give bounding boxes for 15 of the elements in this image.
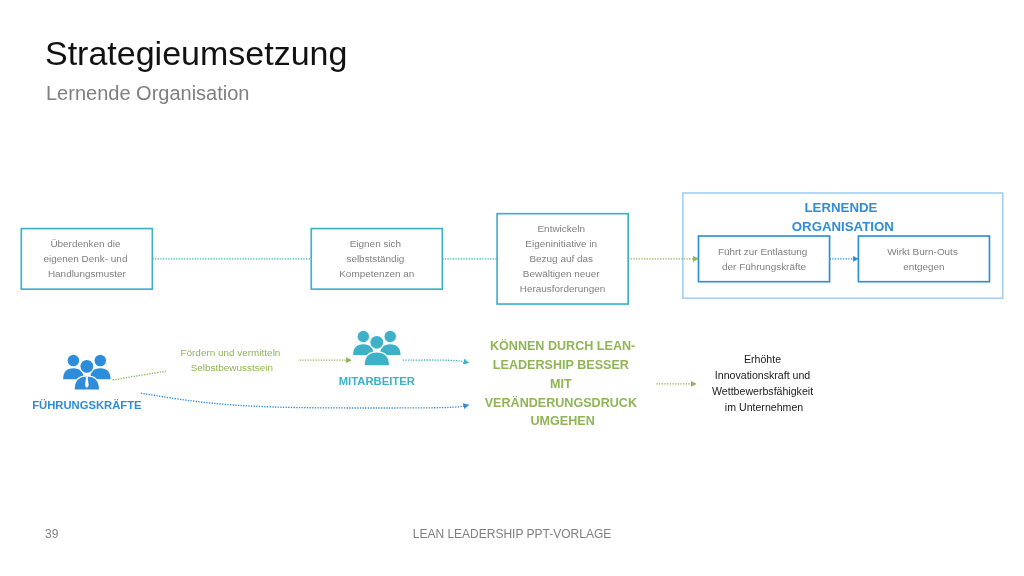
node-box: Wirkt Burn-Outs entgegen: [857, 235, 991, 283]
arrow: [402, 358, 470, 365]
edge-label: Fördern und vermitteln Selbstbewusstsein: [180, 346, 281, 373]
slide-title: Strategieumsetzung: [45, 34, 348, 73]
node-box: Eignen sich selbstständig Kompetenzen an: [310, 227, 444, 290]
node-box: Überdenken die eigenen Denk- und Handlungsmuster: [20, 227, 154, 290]
arrow: [655, 381, 697, 387]
page-number: 39: [45, 527, 59, 541]
node-box: Führt zur Entlastung der Führungskräfte: [697, 235, 831, 283]
footer-text: LEAN LEADERSHIP PPT-VORLAGE: [412, 527, 612, 541]
node-text: KÖNNEN DURCH LEAN-LEADERSHIP BESSER MIT VERÄNDERUNGSDRUCK UMGEHEN: [484, 338, 638, 429]
node-text: Erhöhte Innovationskraft und Wettbewerbsfähigkeit im Unternehmen: [712, 354, 814, 414]
slide-subtitle: Lernende Organisation: [46, 82, 250, 105]
node-box: Entwickeln Eigeninitiative in Bezug auf das Bewältigen neuer Herausforderungen: [496, 212, 629, 305]
arrow: [140, 392, 470, 409]
